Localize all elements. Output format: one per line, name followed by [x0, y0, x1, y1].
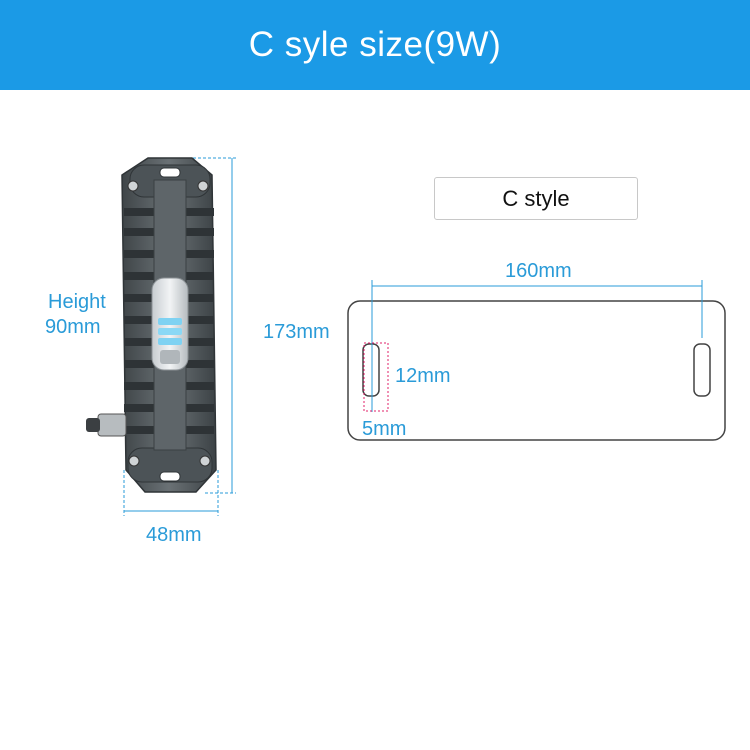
style-badge-text: C style [502, 185, 570, 211]
led-lens [151, 277, 189, 371]
length-value: 173mm [263, 321, 330, 343]
page-title: C syle size(9W) [248, 25, 502, 64]
right-dimension-lines [371, 280, 703, 412]
cable-gland [86, 413, 127, 437]
width-value: 48mm [146, 524, 202, 546]
style-badge: C style [434, 177, 638, 220]
spacing-value: 160mm [505, 260, 572, 282]
height-label: Height [48, 291, 106, 313]
height-value: 90mm [45, 316, 101, 338]
slot-length-value: 12mm [395, 365, 451, 387]
mounting-plate-outline [347, 300, 726, 441]
slot-width-value: 5mm [362, 418, 407, 440]
title-bar: C syle size(9W) [0, 0, 750, 90]
slot-marker [363, 342, 389, 412]
